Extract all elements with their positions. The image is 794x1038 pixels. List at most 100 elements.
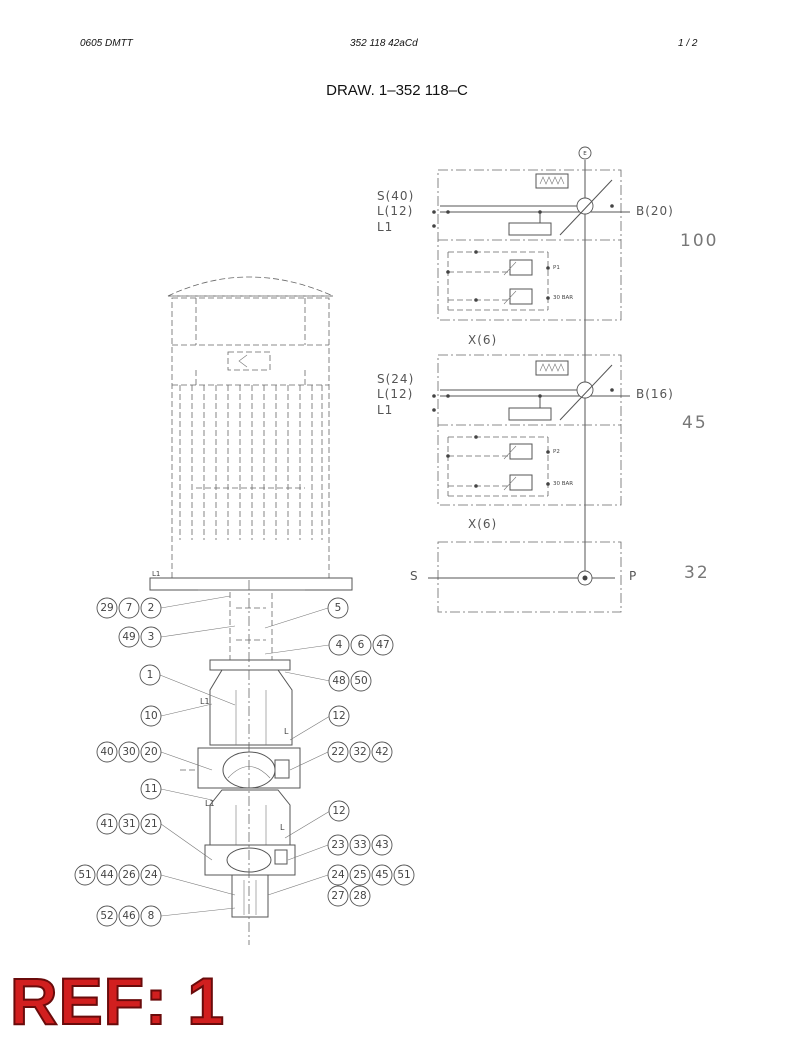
- svg-text:3: 3: [148, 631, 155, 643]
- svg-text:1: 1: [147, 669, 154, 681]
- motor-pump-assembly: L1 L L1 L L1: [149, 276, 353, 945]
- callout-5: 5: [327, 597, 349, 619]
- svg-text:24: 24: [144, 869, 158, 881]
- svg-text:27: 27: [331, 890, 344, 902]
- svg-text:28: 28: [353, 890, 366, 902]
- valve-p1: [509, 259, 533, 276]
- block1-x-label: X(6): [468, 333, 497, 347]
- motor-body: [171, 297, 330, 579]
- callout-29-7-2: 29 7 2: [96, 597, 162, 619]
- svg-text:20: 20: [144, 746, 157, 758]
- svg-text:46: 46: [122, 910, 136, 922]
- schematic-block-1: S(40) L(12) L1 B(20) 100 P1 30 BAR X(6): [377, 169, 718, 347]
- callout-48-50: 48 50: [328, 670, 372, 692]
- top-marker-text: E: [583, 151, 587, 157]
- svg-text:33: 33: [353, 839, 366, 851]
- svg-text:23: 23: [331, 839, 344, 851]
- block1-label-l: L(12): [377, 204, 413, 218]
- svg-text:47: 47: [376, 639, 389, 651]
- label-l-a: L: [284, 727, 289, 736]
- pump-section-1: [209, 669, 293, 746]
- svg-text:30: 30: [122, 746, 135, 758]
- reference-stamp: REF: 1: [9, 964, 226, 1038]
- callout-1: 1: [139, 664, 161, 686]
- callout-12-b: 12: [328, 800, 350, 822]
- svg-text:43: 43: [375, 839, 388, 851]
- coupling-housing: [229, 589, 273, 661]
- top-marker-circle: [578, 146, 592, 160]
- callout-11: 11: [140, 778, 162, 800]
- callout-27-28: 27 28: [327, 885, 371, 907]
- svg-text:12: 12: [332, 805, 345, 817]
- label-l1-flange: L1: [152, 570, 160, 578]
- block1-label-b: B(20): [636, 204, 674, 218]
- svg-text:51: 51: [397, 869, 410, 881]
- valve-30bar-2: [509, 474, 533, 491]
- label-l-b: L: [280, 823, 285, 832]
- callout-52-46-8: 52 46 8: [96, 905, 162, 927]
- block2-x-label: X(6): [468, 517, 497, 531]
- callout-23-33-43: 23 33 43: [327, 834, 393, 856]
- pump-section-3: [231, 874, 269, 918]
- callout-51-44-26-24: 51 44 26 24: [74, 864, 162, 886]
- spring-box-1: [535, 173, 569, 189]
- svg-text:41: 41: [100, 818, 113, 830]
- motor-nameplate: [227, 351, 271, 371]
- callout-4-6-47: 4 6 47: [328, 634, 394, 656]
- block2-size: 45: [682, 413, 708, 433]
- block1-valve2: 30 BAR: [553, 295, 573, 301]
- block2-label-l1: L1: [377, 403, 393, 417]
- part-callouts: 29 7 2 49 3 5 4 6 47 1 48 50 10 12 4: [74, 595, 415, 927]
- block3-size: 32: [684, 563, 710, 583]
- callout-41-31-21: 41 31 21: [96, 813, 162, 835]
- callout-10: 10: [140, 705, 162, 727]
- svg-text:40: 40: [100, 746, 113, 758]
- block1-label-s: S(40): [377, 189, 414, 203]
- svg-text:5: 5: [335, 602, 342, 614]
- svg-text:52: 52: [100, 910, 113, 922]
- drawing-title: DRAW. 1–352 118–C: [326, 82, 468, 99]
- svg-text:31: 31: [122, 818, 135, 830]
- svg-text:29: 29: [100, 602, 113, 614]
- header-left-code: 0605 DMTT: [80, 38, 133, 49]
- block1-valve1: P1: [553, 265, 560, 271]
- svg-text:2: 2: [148, 602, 155, 614]
- svg-text:12: 12: [332, 710, 345, 722]
- header-page-number: 1 / 2: [678, 38, 698, 49]
- label-l1-a: L1: [200, 697, 210, 706]
- schematic-block-2: S(24) L(12) L1 B(16) 45 P2 30 BAR X(6): [377, 354, 708, 531]
- svg-text:21: 21: [144, 818, 157, 830]
- valve-p2: [509, 443, 533, 460]
- callout-49-3: 49 3: [118, 626, 162, 648]
- svg-text:4: 4: [336, 639, 343, 651]
- svg-text:26: 26: [122, 869, 136, 881]
- schematic-block-3: S P 32: [410, 541, 710, 613]
- block1-size: 100: [680, 231, 718, 251]
- block2-label-s: S(24): [377, 372, 414, 386]
- svg-text:7: 7: [126, 602, 133, 614]
- svg-text:22: 22: [331, 746, 344, 758]
- block1-label-l1: L1: [377, 220, 393, 234]
- svg-text:25: 25: [353, 869, 366, 881]
- svg-text:45: 45: [375, 869, 388, 881]
- hydraulic-schematic: E S(40): [377, 146, 718, 613]
- svg-text:6: 6: [358, 639, 365, 651]
- pump-section-2: [209, 789, 291, 846]
- svg-text:42: 42: [375, 746, 388, 758]
- svg-text:51: 51: [78, 869, 91, 881]
- motor-flange: [149, 577, 353, 591]
- svg-text:49: 49: [122, 631, 135, 643]
- svg-text:50: 50: [354, 675, 367, 687]
- header-document-number: 352 118 42aCd: [350, 38, 418, 49]
- svg-text:32: 32: [353, 746, 366, 758]
- callout-40-30-20: 40 30 20: [96, 741, 162, 763]
- block2-valve1: P2: [553, 449, 560, 455]
- svg-text:48: 48: [332, 675, 345, 687]
- svg-text:11: 11: [144, 783, 157, 795]
- svg-text:24: 24: [331, 869, 345, 881]
- label-l1-b: L1: [205, 799, 215, 808]
- block2-valve2: 30 BAR: [553, 481, 573, 487]
- valve-30bar-1: [509, 288, 533, 305]
- svg-text:8: 8: [148, 910, 155, 922]
